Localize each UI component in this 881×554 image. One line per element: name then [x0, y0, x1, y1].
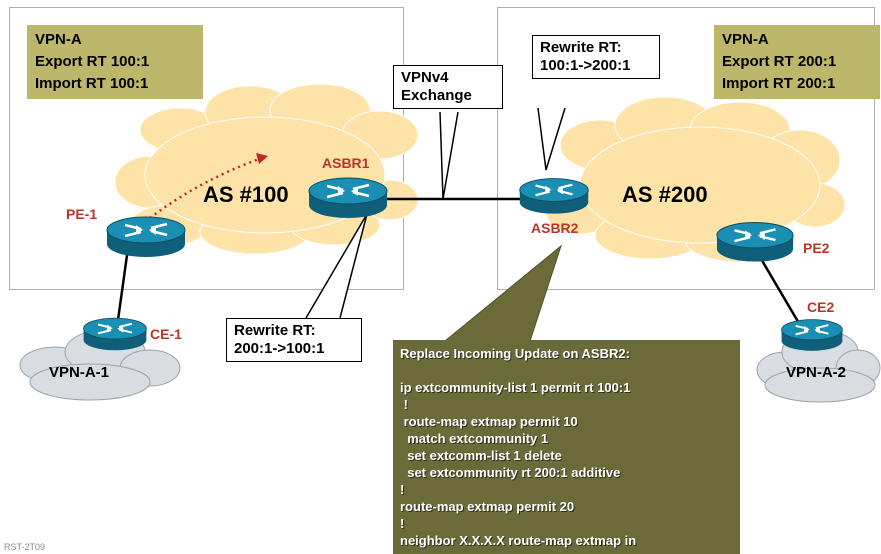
asbr2-rewrite-line2: 100:1->200:1: [540, 57, 631, 74]
config-line: neighbor X.X.X.X route-map extmap in: [400, 533, 637, 548]
vpn-a-left-name: VPN-A: [35, 31, 82, 48]
vpn-a-right-export-rt: Export RT 200:1: [722, 53, 837, 70]
config-line: !: [400, 516, 405, 531]
config-line: route-map extmap permit 10: [400, 414, 578, 429]
config-line: set extcommunity rt 200:1 additive: [400, 465, 621, 480]
asbr1-router-icon: [308, 177, 388, 218]
exchange-callout-pointer: [439, 111, 459, 200]
config-note-pointer: [443, 244, 563, 342]
route-advertise-arrowhead: [256, 153, 268, 164]
pe1-label: PE-1: [66, 206, 98, 222]
asbr2-config-note: Replace Incoming Update on ASBR2: ip ext…: [393, 340, 740, 554]
vpn-a-right-name: VPN-A: [722, 31, 769, 48]
as200-label: AS #200: [622, 182, 708, 207]
vpn-a-left-rt-box: VPN-A Export RT 100:1 Import RT 100:1: [27, 25, 203, 99]
config-line: route-map extmap permit 20: [400, 499, 575, 514]
ce1-router-icon: [83, 317, 147, 351]
config-line: !: [400, 397, 408, 412]
pe2-router-icon: [716, 222, 794, 262]
config-line: !: [400, 482, 405, 497]
asbr1-rewrite-line2: 200:1->100:1: [234, 340, 325, 357]
asbr2-rewrite-line1: Rewrite RT:: [540, 39, 622, 56]
config-line: Replace Incoming Update on ASBR2:: [400, 346, 630, 361]
asbr1-rewrite-callout: Rewrite RT: 200:1->100:1: [226, 318, 362, 362]
pe1-ce1-link: [116, 247, 130, 321]
ce1-label: CE-1: [150, 326, 182, 342]
vpnv4-exchange-callout: VPNv4 Exchange: [393, 65, 503, 109]
config-line: set extcomm-list 1 delete: [400, 448, 562, 463]
slide-footer-code: RST-2T09: [4, 542, 46, 552]
vpn-a-right-import-rt: Import RT 200:1: [722, 75, 836, 92]
vpnv4-exchange-line2: Exchange: [401, 87, 472, 104]
asbr2-router-icon: [519, 178, 589, 214]
asbr2-callout-pointer: [537, 107, 566, 171]
route-advertise-arrow: [149, 156, 263, 219]
pe2-ce2-link: [755, 251, 802, 326]
config-line: ip extcommunity-list 1 permit rt 100:1: [400, 380, 631, 395]
vpn-a-1-label: VPN-A-1: [49, 364, 110, 381]
ce2-label: CE2: [807, 299, 835, 315]
vpnv4-exchange-line1: VPNv4: [401, 69, 449, 86]
asbr1-label: ASBR1: [322, 155, 370, 171]
as100-label: AS #100: [203, 182, 289, 207]
vpn-a-right-rt-box: VPN-A Export RT 200:1 Import RT 200:1: [714, 25, 880, 99]
ce2-router-icon: [781, 319, 843, 351]
asbr2-rewrite-callout: Rewrite RT: 100:1->200:1: [532, 35, 660, 79]
asbr2-label: ASBR2: [531, 220, 579, 236]
asbr1-rewrite-line1: Rewrite RT:: [234, 322, 316, 339]
pe2-label: PE2: [803, 240, 830, 256]
config-line: match extcommunity 1: [400, 431, 549, 446]
vpn-a-left-export-rt: Export RT 100:1: [35, 53, 150, 70]
pe1-router-icon: [106, 216, 186, 257]
vpn-a-left-import-rt: Import RT 100:1: [35, 75, 149, 92]
vpn-a-2-label: VPN-A-2: [786, 364, 847, 381]
as200-cloud: [544, 96, 846, 263]
